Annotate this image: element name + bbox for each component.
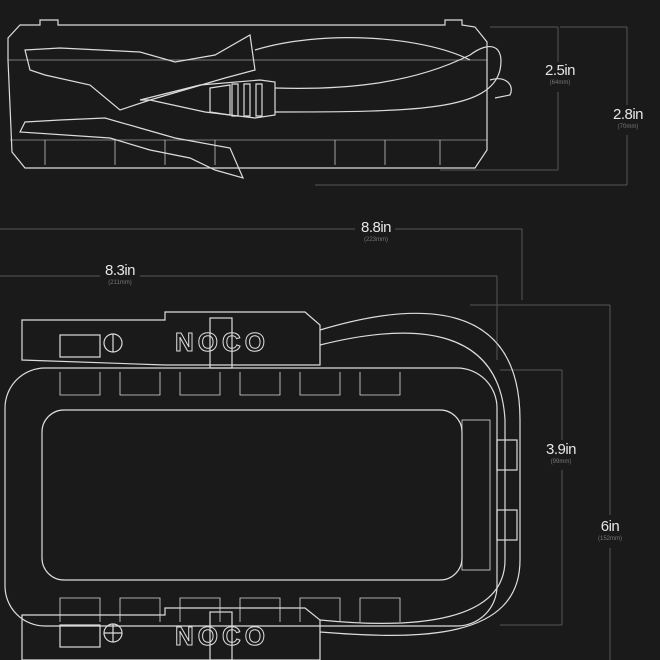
dim-side-total-height: 2.8in (70mm) [612,106,644,131]
noco-logo-top: NOCO [175,327,269,358]
dim-inches: 6in [600,518,620,535]
cable-loop [319,312,521,636]
noco-logo-bottom: NOCO [175,621,269,652]
clamp-lower-jaw [19,117,245,179]
top-view-drawing [4,311,521,660]
side-view-drawing [7,19,512,179]
dim-inches: 8.3in [104,262,136,279]
dimension-lines [0,26,628,660]
clamp-upper-jaw [24,34,256,111]
dim-mm: (211mm) [108,280,132,286]
dim-side-body-height: 2.5in (64mm) [544,62,576,87]
dim-mm: (70mm) [617,124,639,130]
cable-side [274,46,502,113]
dim-inches: 3.9in [545,441,577,458]
dim-inches: 8.8in [360,219,392,236]
dim-body-length: 8.3in (211mm) [104,262,136,287]
clamp-arm [139,79,276,119]
dim-mm: (64mm) [549,80,571,86]
dim-mm: (223mm) [363,237,388,243]
dim-inches: 2.8in [612,106,644,123]
dim-inches: 2.5in [544,62,576,79]
clamp-top [21,311,321,366]
dim-mm: (99mm) [550,459,572,465]
dim-mm: (152mm) [597,536,623,542]
dim-total-length: 8.8in (223mm) [360,219,392,244]
clamp-bottom [21,607,321,660]
dim-body-width: 3.9in (99mm) [545,441,577,466]
dim-total-width: 6in (152mm) [598,519,622,543]
